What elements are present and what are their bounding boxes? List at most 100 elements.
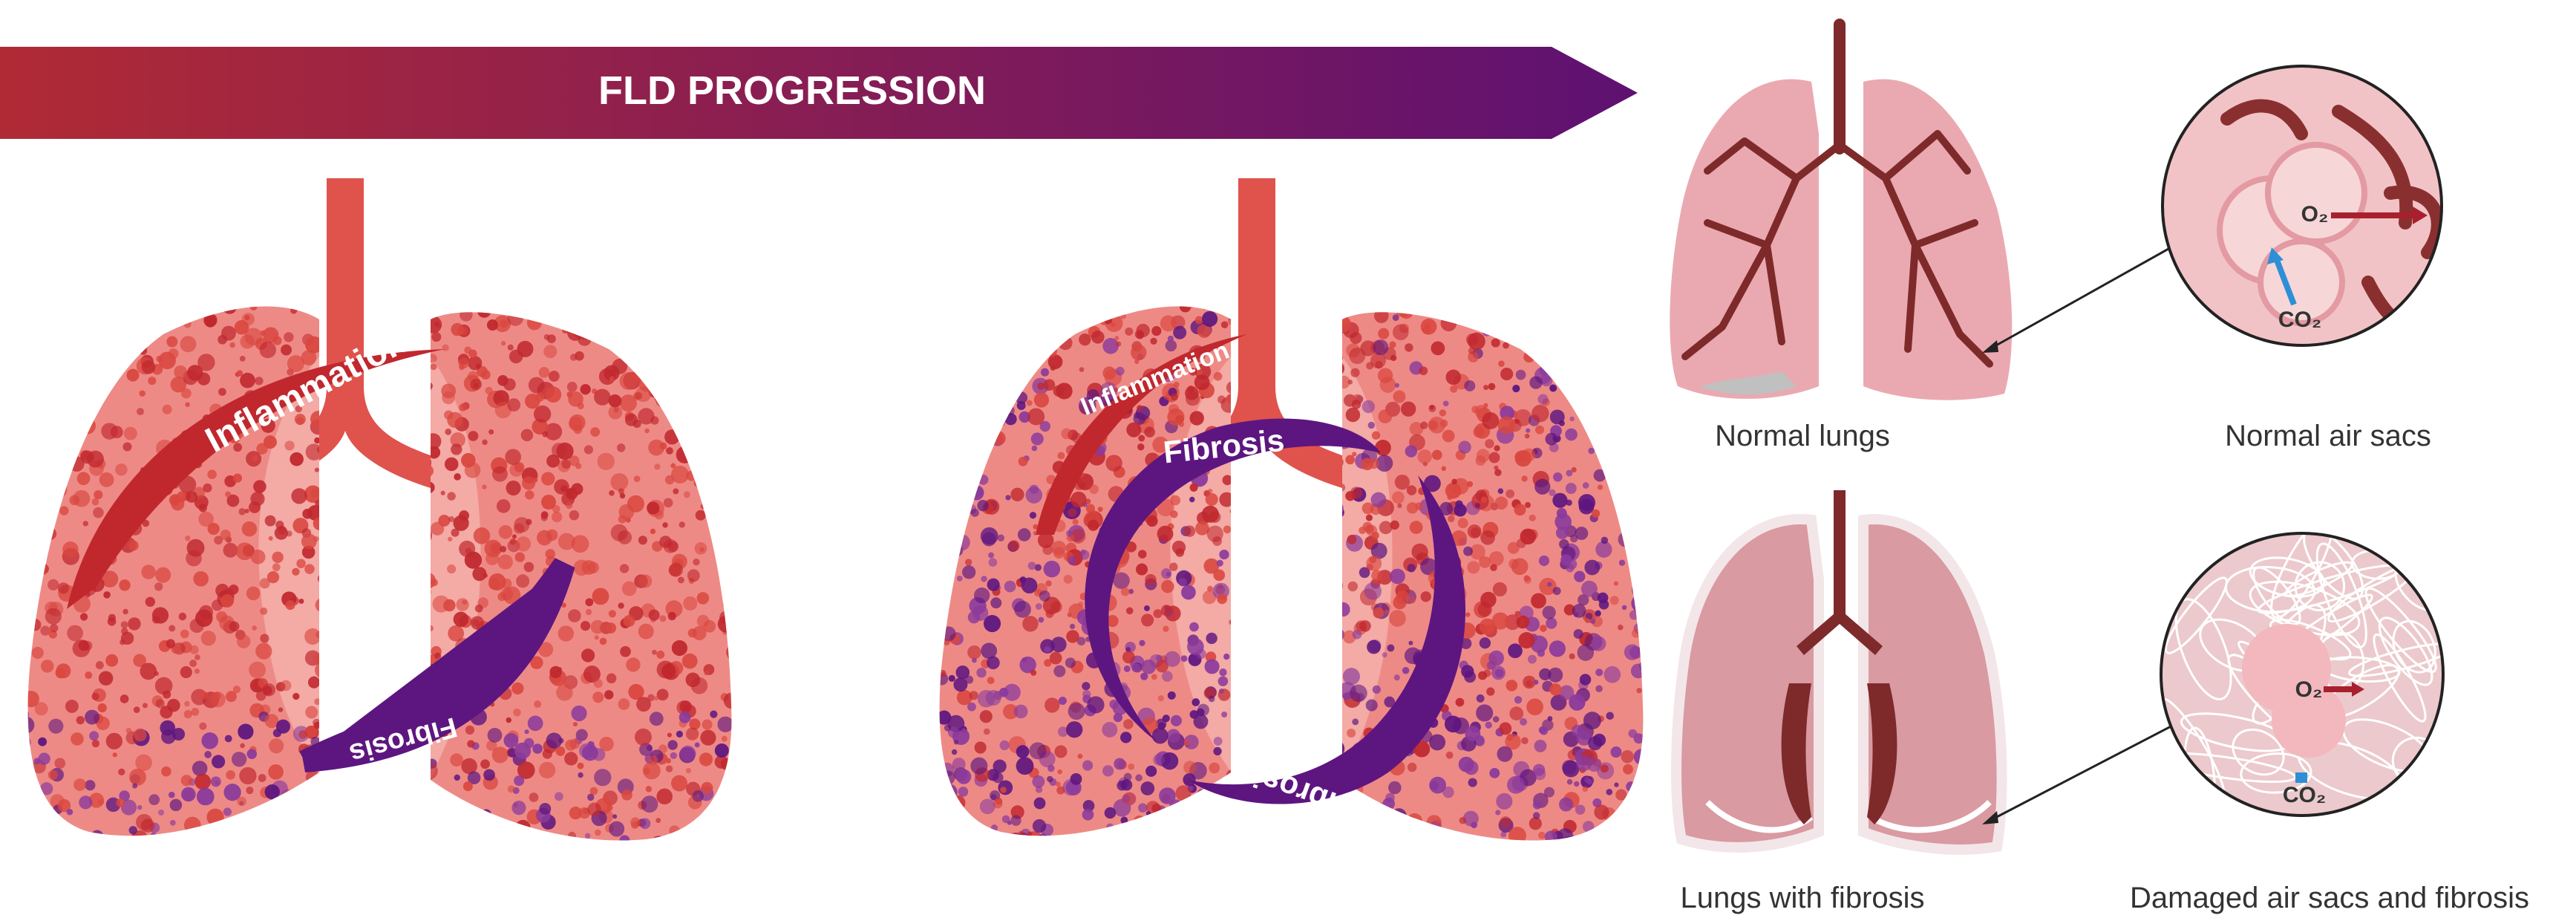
tissue-dot xyxy=(558,533,575,550)
tissue-dot xyxy=(1000,322,1007,328)
tissue-dot xyxy=(1312,308,1323,319)
tissue-dot xyxy=(1312,510,1330,527)
tissue-dot xyxy=(610,306,627,312)
tissue-dot xyxy=(1567,387,1578,398)
tissue-dot xyxy=(1334,297,1342,305)
tissue-dot xyxy=(1275,342,1290,357)
tissue-dot xyxy=(1627,530,1635,539)
tissue-dot xyxy=(184,700,190,707)
tissue-dot xyxy=(27,555,39,573)
tissue-dot xyxy=(139,347,148,355)
tissue-dot xyxy=(1451,478,1457,485)
tissue-dot xyxy=(450,753,463,767)
tissue-dot xyxy=(1312,557,1321,566)
damaged-air-sacs-illustration: O₂ CO₂ Damaged air sacs and fibrosis xyxy=(1982,532,2529,914)
fibrosis-fiber xyxy=(2373,633,2427,723)
tissue-dot xyxy=(1468,778,1477,787)
tissue-dot xyxy=(1585,612,1593,620)
tissue-dot xyxy=(948,674,955,682)
tissue-dot xyxy=(379,606,396,623)
fibrosis-fiber xyxy=(2249,556,2326,598)
tissue-dot xyxy=(679,700,692,713)
tissue-dot xyxy=(1278,637,1294,652)
tissue-dot xyxy=(1289,720,1306,738)
tissue-dot xyxy=(372,526,388,543)
tissue-dot xyxy=(32,357,39,364)
tissue-dot xyxy=(1497,746,1513,762)
tissue-dot xyxy=(1281,569,1288,576)
tissue-dot xyxy=(1588,836,1596,841)
tissue-dot xyxy=(119,579,131,591)
tissue-dot xyxy=(1366,362,1374,370)
tissue-dot xyxy=(638,408,655,425)
tissue-dot xyxy=(1347,380,1353,385)
tissue-dot xyxy=(1151,727,1168,744)
tissue-dot xyxy=(442,344,449,351)
tissue-dot xyxy=(1414,292,1427,305)
tissue-dot xyxy=(940,394,951,406)
tissue-dot xyxy=(382,387,399,404)
tissue-dot xyxy=(362,542,376,556)
tissue-dot xyxy=(689,449,698,458)
tissue-dot xyxy=(340,700,353,713)
tissue-dot xyxy=(1278,296,1287,305)
tissue-dot xyxy=(933,484,939,489)
tissue-dot xyxy=(1019,656,1036,674)
tissue-dot xyxy=(443,599,456,612)
tissue-dot xyxy=(1284,486,1300,501)
tissue-dot xyxy=(670,775,688,792)
tissue-dot xyxy=(1312,667,1327,683)
tissue-dot xyxy=(1240,688,1251,697)
tissue-dot xyxy=(515,819,531,836)
tissue-dot xyxy=(1070,772,1082,785)
tissue-dot xyxy=(145,596,156,607)
tissue-dot xyxy=(1400,401,1416,417)
tissue-dot xyxy=(670,752,677,759)
tissue-dot xyxy=(1515,369,1526,380)
tissue-dot xyxy=(1590,619,1596,625)
tissue-dot xyxy=(27,362,33,374)
tissue-dot xyxy=(1445,369,1462,385)
tissue-dot xyxy=(1327,834,1336,841)
tissue-dot xyxy=(1530,635,1548,653)
tissue-dot xyxy=(998,393,1005,401)
tissue-dot xyxy=(313,718,321,727)
tissue-dot xyxy=(1574,781,1580,787)
tissue-dot xyxy=(627,495,644,512)
tissue-dot xyxy=(1633,375,1644,388)
airway xyxy=(1781,490,1897,824)
tissue-dot xyxy=(1439,419,1448,428)
tissue-dot xyxy=(1013,704,1028,719)
tissue-dot xyxy=(1540,625,1547,632)
tissue-dot xyxy=(85,671,93,680)
pointer-arrowhead-icon xyxy=(1982,340,1998,353)
tissue-dot xyxy=(350,622,362,634)
tissue-dot xyxy=(500,319,509,328)
tissue-dot xyxy=(1256,468,1264,476)
tissue-dot xyxy=(67,625,83,642)
tissue-dot xyxy=(1549,489,1556,497)
tissue-dot xyxy=(1586,778,1593,785)
tissue-dot xyxy=(1473,426,1485,438)
tissue-dot xyxy=(428,446,441,459)
tissue-dot xyxy=(1347,534,1357,544)
tissue-dot xyxy=(956,500,965,509)
tissue-dot xyxy=(590,427,601,437)
tissue-dot xyxy=(133,706,140,713)
tissue-dot xyxy=(473,527,491,544)
tissue-dot xyxy=(1468,839,1477,841)
tissue-dot xyxy=(1365,699,1378,712)
tissue-dot xyxy=(1184,306,1193,307)
tissue-dot xyxy=(1394,475,1410,490)
tissue-dot xyxy=(220,594,234,608)
tissue-dot xyxy=(979,710,993,723)
tissue-dot xyxy=(1171,540,1186,555)
tissue-dot xyxy=(73,489,91,507)
tissue-dot xyxy=(1526,306,1535,311)
tissue-dot xyxy=(1167,691,1176,700)
tissue-dot xyxy=(1464,380,1476,392)
tissue-dot xyxy=(1560,554,1572,566)
tissue-dot xyxy=(118,768,125,776)
tissue-dot xyxy=(956,575,963,582)
tissue-dot xyxy=(250,492,265,507)
